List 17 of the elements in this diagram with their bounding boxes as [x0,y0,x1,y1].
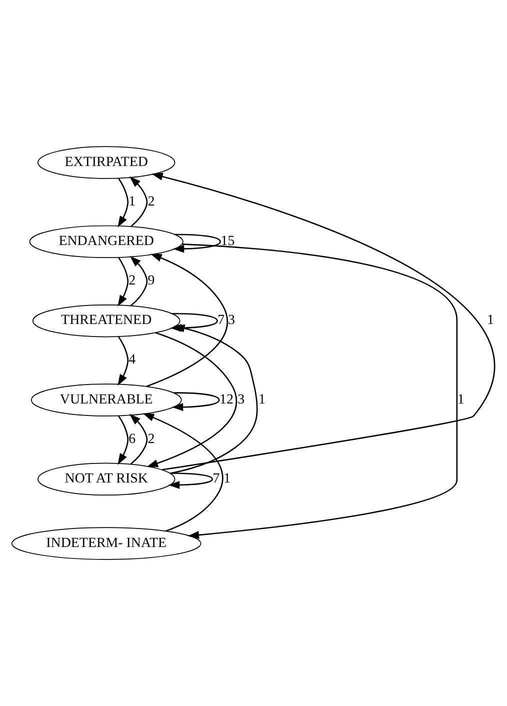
edge-label: 6 [128,432,136,447]
edge-label: 1 [128,194,136,210]
edge-label: 1 [224,471,231,486]
edge-label: 4 [128,352,136,368]
edge-label: 2 [128,274,136,289]
edge-label: 2 [148,194,155,210]
edge-label: 1 [258,392,266,408]
edge-label: 7 [212,471,220,486]
edge-label: 1 [487,313,494,328]
edge-label: 3 [228,313,235,328]
edge-label: 3 [238,392,245,408]
edge-label: 12 [220,392,234,408]
edge-label: 9 [148,274,155,289]
edge-label: 2 [148,432,155,447]
edge-label: 7 [218,313,225,328]
edge-label: 15 [220,234,235,249]
edge-label: 1 [457,392,464,408]
